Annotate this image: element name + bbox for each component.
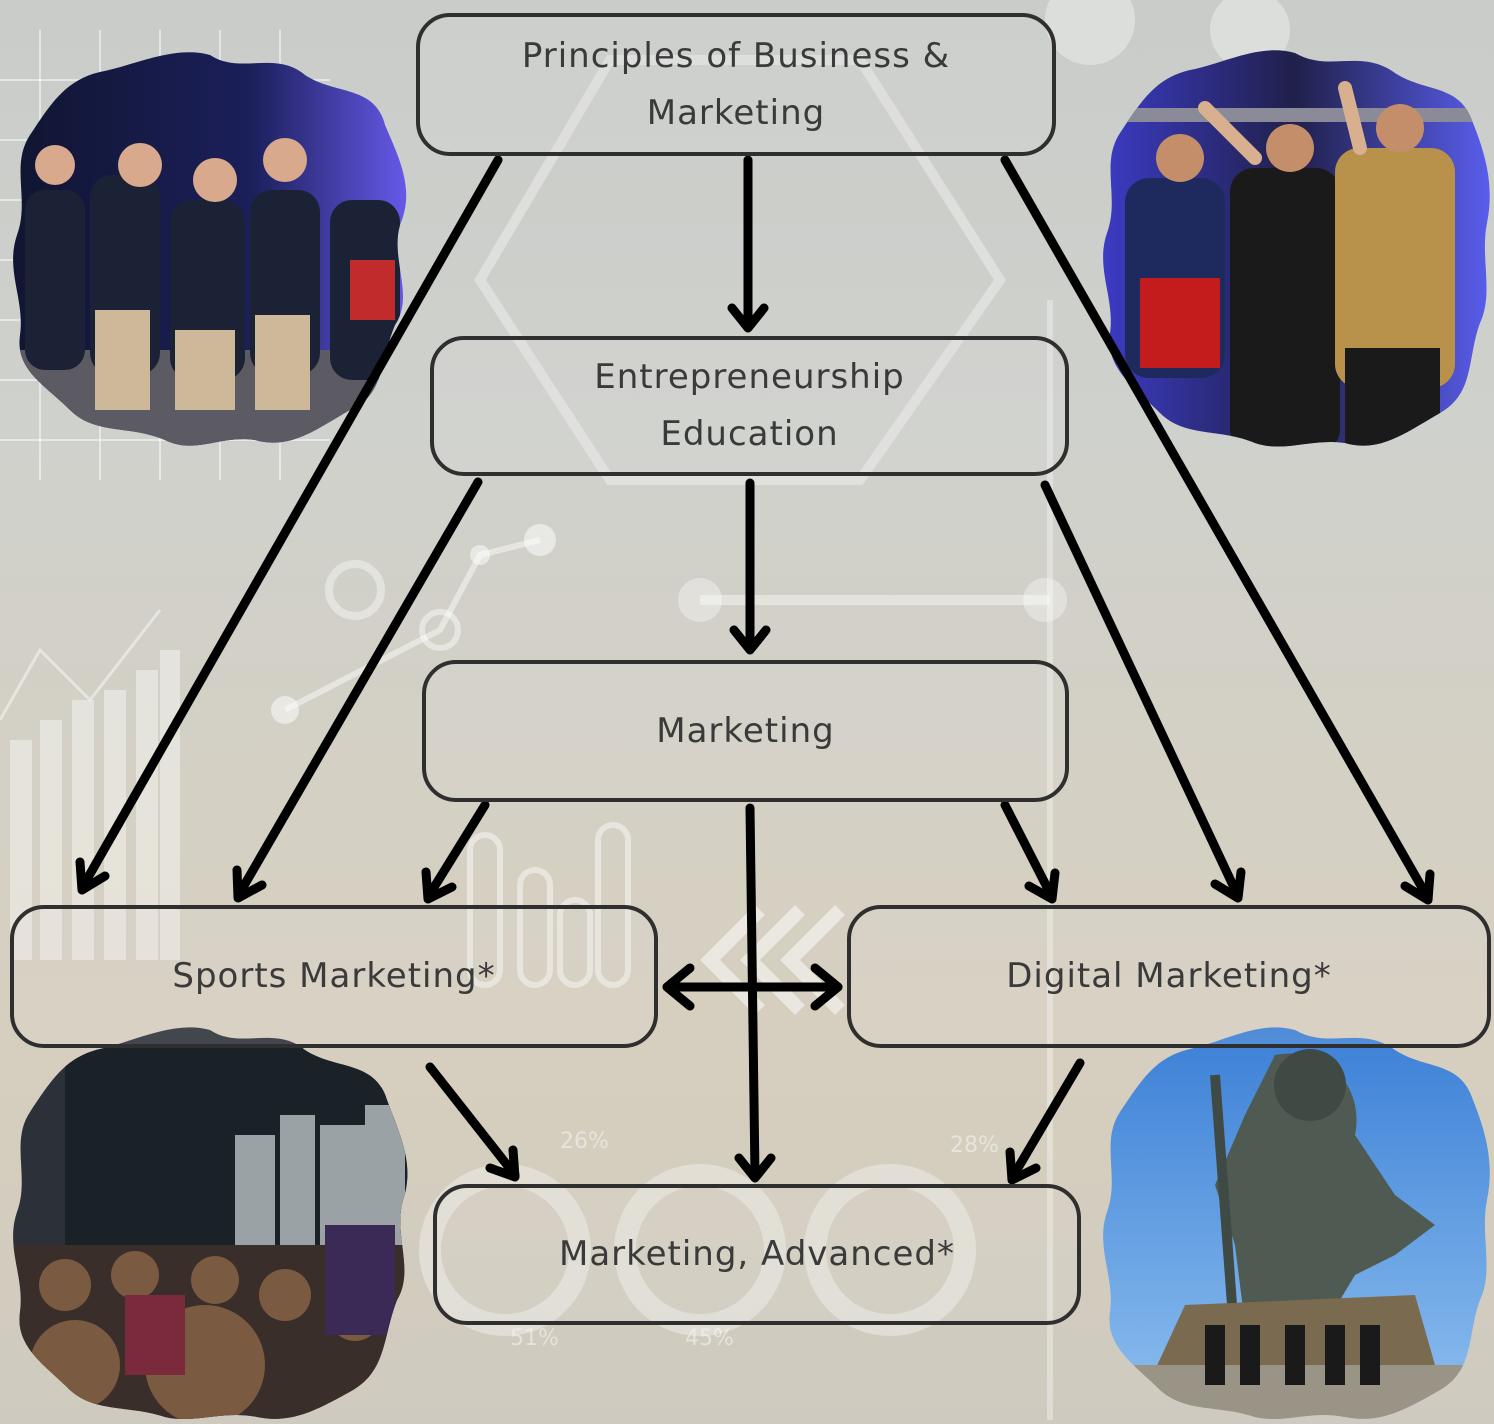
bg-percent-c: 51% bbox=[510, 1326, 559, 1351]
node-principles: Principles of Business & Marketing bbox=[416, 13, 1056, 156]
bg-percent-d: 45% bbox=[685, 1326, 734, 1351]
neptune-statue-photo bbox=[1103, 1027, 1490, 1420]
node-principles-label: Principles of Business & Marketing bbox=[521, 35, 951, 133]
node-entrepreneurship-label: Entrepreneurship Education bbox=[594, 357, 905, 454]
node-marketing-advanced: Marketing, Advanced* bbox=[433, 1184, 1081, 1325]
node-sports-marketing: Sports Marketing* bbox=[10, 905, 658, 1048]
trophy-celebration-photo bbox=[1103, 50, 1490, 447]
classroom-session-photo bbox=[13, 1027, 408, 1420]
bg-percent-b: 28% bbox=[950, 1133, 999, 1158]
node-sports-marketing-label: Sports Marketing* bbox=[172, 956, 496, 996]
node-digital-marketing-label: Digital Marketing* bbox=[1006, 956, 1332, 996]
node-digital-marketing: Digital Marketing* bbox=[847, 905, 1491, 1048]
node-marketing: Marketing bbox=[422, 660, 1069, 802]
node-marketing-label: Marketing bbox=[656, 710, 835, 751]
team-medalists-photo bbox=[13, 52, 407, 446]
node-entrepreneurship: Entrepreneurship Education bbox=[430, 336, 1069, 476]
bg-percent-a: 26% bbox=[560, 1129, 609, 1154]
node-marketing-advanced-label: Marketing, Advanced* bbox=[558, 1234, 955, 1274]
